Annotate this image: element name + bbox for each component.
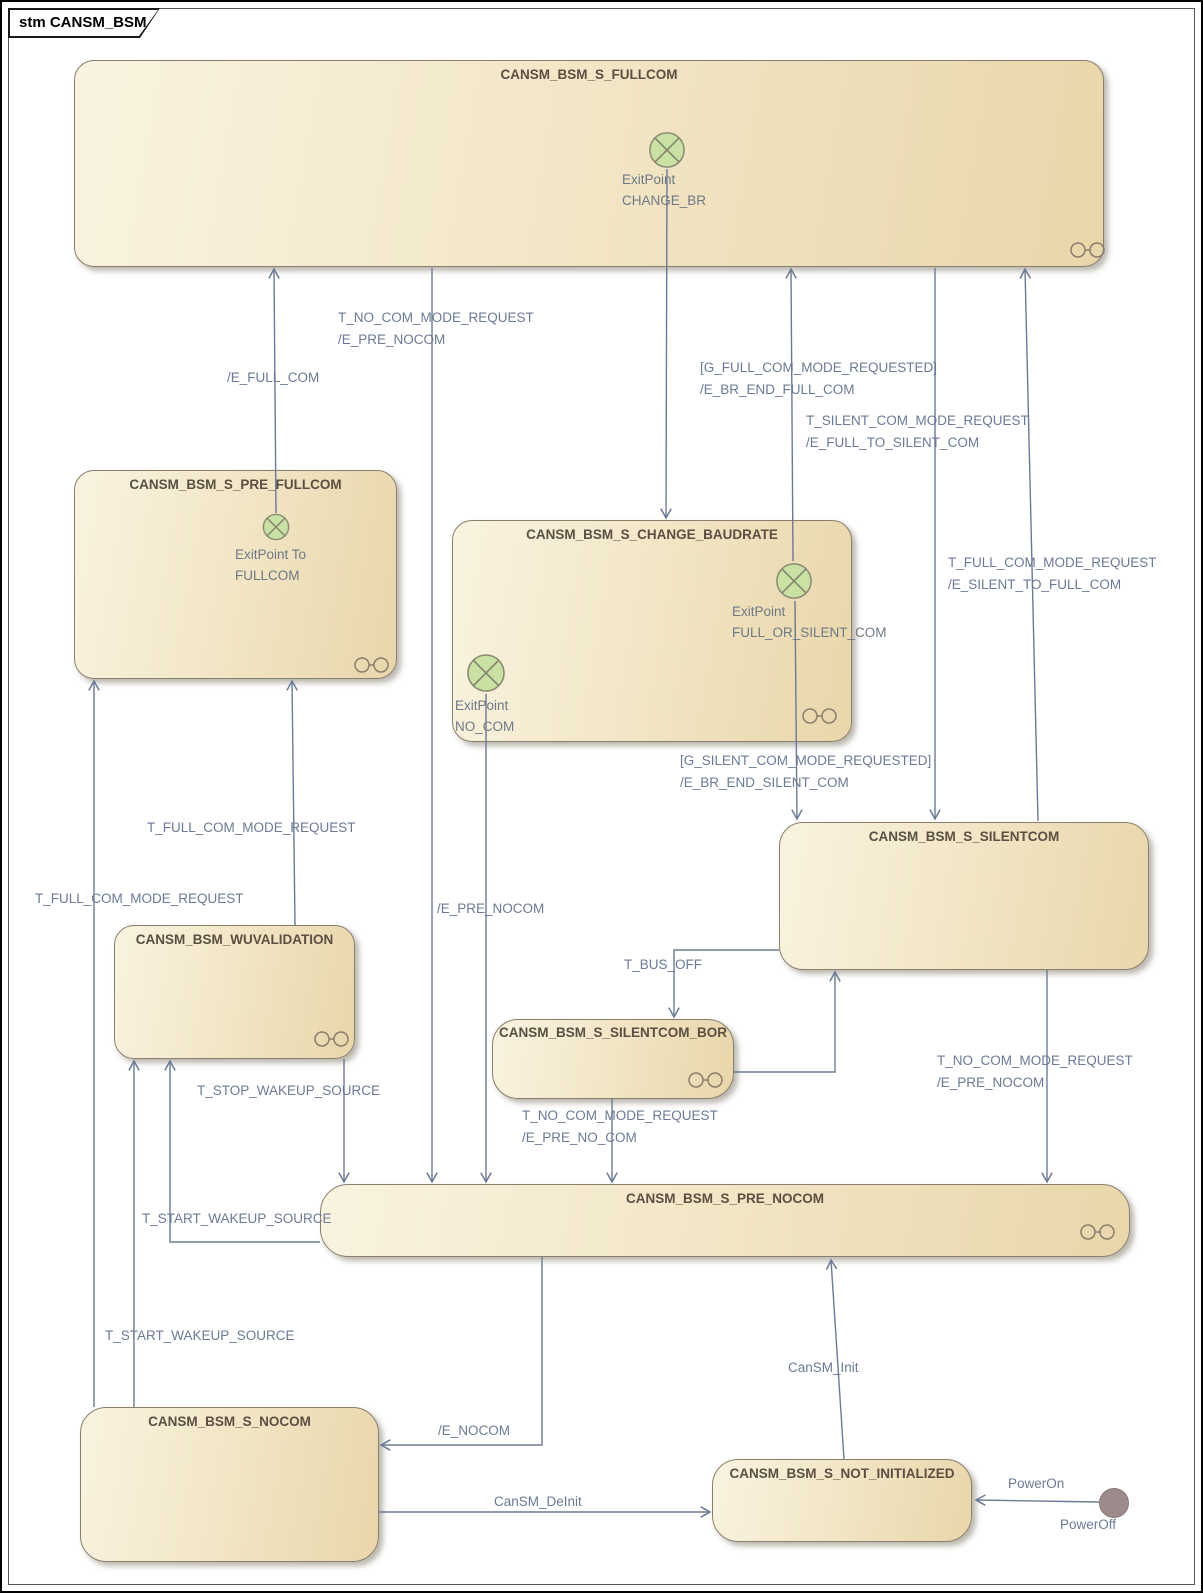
state-title: CANSM_BSM_S_PRE_NOCOM (625, 1191, 825, 1206)
transition-label: T_START_WAKEUP_SOURCE (105, 1328, 295, 1343)
state-silentcom: CANSM_BSM_S_SILENTCOM (779, 822, 1149, 970)
transition-label: T_BUS_OFF (624, 957, 703, 972)
transition-label: /E_PRE_NOCOM (937, 1074, 1045, 1090)
exit-point-no-com-icon (466, 653, 506, 693)
state-fullcom: CANSM_BSM_S_FULLCOM (74, 60, 1104, 267)
transition-label: /E_BR_END_SILENT_COM (680, 774, 849, 790)
transition-label: T_START_WAKEUP_SOURCE (142, 1211, 332, 1226)
submachine-icon (686, 1071, 726, 1094)
transition-label: T_FULL_COM_MODE_REQUEST (35, 891, 244, 906)
transition-label: /E_PRE_NO_COM (522, 1129, 637, 1145)
transition-label: [G_FULL_COM_MODE_REQUESTED] (700, 360, 938, 375)
submachine-icon (1078, 1223, 1118, 1246)
transition-label: /E_PRE_NOCOM (338, 331, 446, 347)
exit-point-label: CHANGE_BR (622, 192, 707, 208)
exit-point-label: NO_COM (455, 718, 515, 734)
state-title: CANSM_BSM_S_NOCOM (148, 1414, 311, 1429)
transition-label: /E_NOCOM (438, 1423, 511, 1438)
exit-point-full-or-silent-com-icon (775, 562, 813, 600)
transition-label: T_NO_COM_MODE_REQUEST (937, 1053, 1133, 1068)
transition-label: T_FULL_COM_MODE_REQUEST (948, 555, 1157, 570)
transition-label: /E_SILENT_TO_FULL_COM (948, 576, 1122, 592)
state-title: CANSM_BSM_WUVALIDATION (135, 932, 334, 947)
state-not-initialized: CANSM_BSM_S_NOT_INITIALIZED (712, 1459, 972, 1542)
transition-label: T_NO_COM_MODE_REQUEST (522, 1108, 718, 1123)
state-title: CANSM_BSM_S_SILENTCOM_BOR (498, 1025, 728, 1040)
state-pre-nocom: CANSM_BSM_S_PRE_NOCOM (320, 1184, 1130, 1257)
exit-point-label: ExitPoint (622, 172, 676, 187)
submachine-icon (800, 707, 840, 730)
transition-label: CanSM_Init (788, 1360, 859, 1375)
exit-point-label: ExitPoint To (235, 547, 307, 562)
transition-label: /E_BR_END_FULL_COM (700, 381, 855, 397)
transition-label: PowerOff (1060, 1517, 1117, 1532)
transition-label: T_NO_COM_MODE_REQUEST (338, 310, 534, 325)
transition-label: PowerOn (1008, 1476, 1065, 1491)
transition-label: /E_PRE_NOCOM (437, 901, 545, 916)
submachine-icon (352, 656, 392, 679)
state-title: CANSM_BSM_S_FULLCOM (500, 67, 678, 82)
transition-label: T_FULL_COM_MODE_REQUEST (147, 820, 356, 835)
submachine-icon (312, 1030, 352, 1053)
power-off-node-icon (1099, 1488, 1129, 1518)
state-change-baudrate: CANSM_BSM_S_CHANGE_BAUDRATE (452, 520, 852, 742)
exit-point-label: ExitPoint (732, 604, 786, 619)
diagram-frame (8, 8, 1195, 1585)
diagram-title: stm CANSM_BSM (10, 10, 158, 36)
transition-label: CanSM_DeInit (494, 1494, 582, 1509)
state-title: CANSM_BSM_S_SILENTCOM (868, 829, 1060, 844)
state-title: CANSM_BSM_S_CHANGE_BAUDRATE (526, 527, 778, 542)
submachine-icon (1068, 241, 1108, 264)
exit-point-label: ExitPoint (455, 698, 509, 713)
state-silentcom-bor: CANSM_BSM_S_SILENTCOM_BOR (492, 1019, 734, 1099)
state-nocom: CANSM_BSM_S_NOCOM (80, 1407, 379, 1562)
transition-label: [G_SILENT_COM_MODE_REQUESTED] (680, 753, 932, 768)
transition-label: /E_FULL_TO_SILENT_COM (806, 434, 980, 450)
transition-label: T_STOP_WAKEUP_SOURCE (197, 1083, 381, 1098)
exit-point-label: FULLCOM (235, 567, 300, 583)
state-title: CANSM_BSM_S_PRE_FULLCOM (129, 477, 342, 492)
exit-point-to-fullcom-icon (262, 513, 290, 541)
exit-point-change-br-icon (648, 131, 686, 169)
transition-label: /E_FULL_COM (227, 370, 320, 385)
diagram-title-tab: stm CANSM_BSM (8, 8, 160, 38)
transition-label: T_SILENT_COM_MODE_REQUEST (806, 413, 1029, 428)
state-pre-fullcom: CANSM_BSM_S_PRE_FULLCOM (74, 470, 397, 679)
exit-point-label: FULL_OR_SILENT_COM (732, 624, 887, 640)
state-title: CANSM_BSM_S_NOT_INITIALIZED (729, 1466, 955, 1481)
